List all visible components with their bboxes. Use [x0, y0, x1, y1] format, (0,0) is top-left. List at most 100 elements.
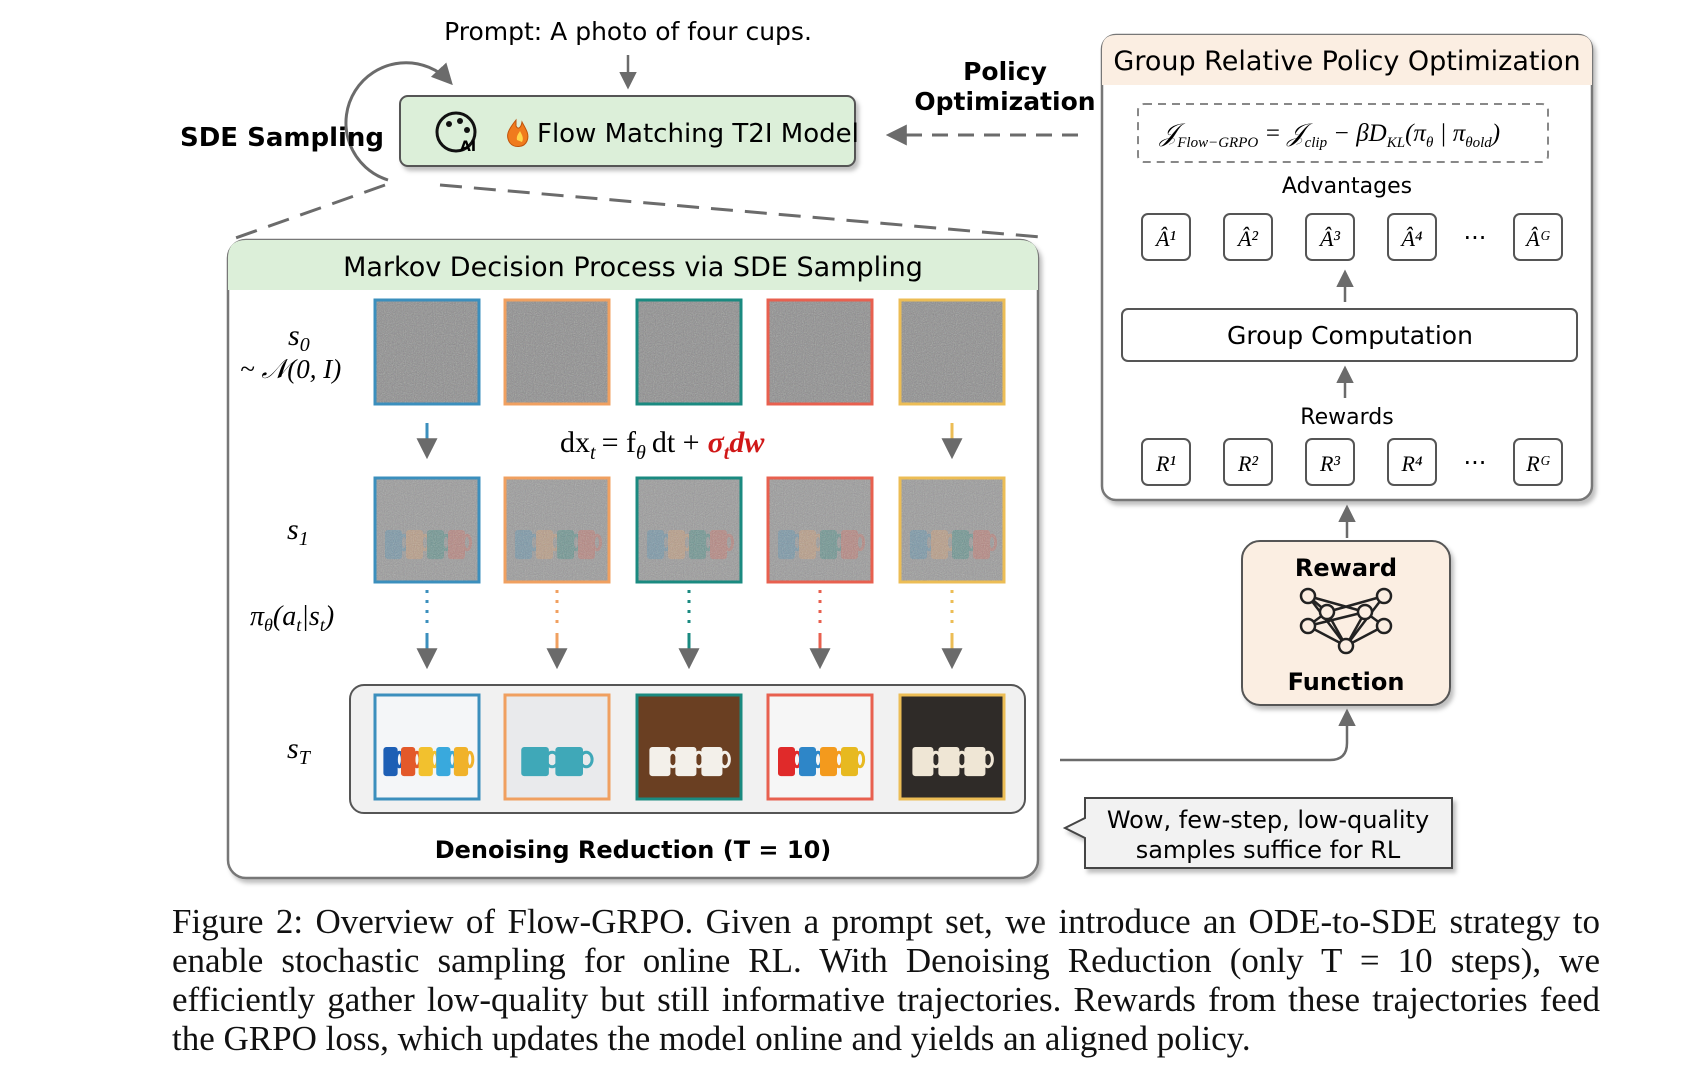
sample-column-5: [898, 298, 1006, 801]
final-frame: [373, 693, 481, 801]
objective-box: [1137, 103, 1549, 163]
rewards-label: Rewards: [1300, 405, 1393, 430]
prompt-text: Prompt: A photo of four cups.: [444, 17, 812, 46]
final-frame: [766, 693, 874, 801]
reward-2: R²: [1223, 438, 1273, 486]
reward-3: R³: [1305, 438, 1355, 486]
noise-frame: [373, 298, 481, 406]
sde-sampling-label: SDE Sampling: [180, 123, 384, 153]
noise-texture: [505, 300, 609, 404]
final-image: [637, 695, 741, 799]
noise-frame: [766, 298, 874, 406]
noisy-frame: [635, 476, 743, 584]
reward-box: [1305, 438, 1355, 486]
reward-label: R³: [1319, 451, 1340, 476]
grpo-title-bar: [1102, 35, 1592, 85]
mdp-title-bar: [228, 240, 1038, 290]
advantage-2: Â²: [1223, 213, 1273, 261]
advantage-label: Âᴳ: [1524, 226, 1550, 251]
noise-texture: [900, 300, 1004, 404]
model-box: [399, 95, 856, 167]
advantage-label: Â²: [1236, 226, 1258, 251]
reward-label: Rᴳ: [1525, 451, 1550, 476]
advantage-5: Âᴳ: [1513, 213, 1563, 261]
advantage-label: Â³: [1318, 226, 1340, 251]
state-label-s1: s1: [287, 513, 309, 550]
ellipsis: ···: [1464, 449, 1487, 477]
noisy-texture: [505, 478, 609, 582]
sample-columns: [373, 298, 1006, 801]
noisy-frame: [898, 476, 1006, 584]
advantage-4: Â⁴: [1387, 213, 1437, 261]
zoom-line-left: [229, 183, 386, 242]
sample-column-4: [766, 298, 874, 801]
neural-net-icon: [1299, 587, 1393, 655]
final-image: [505, 695, 609, 799]
advantage-box: [1387, 213, 1437, 261]
advantage-3: Â³: [1305, 213, 1355, 261]
reward-box: [1387, 438, 1437, 486]
fire-icon: [507, 118, 529, 147]
noisy-texture: [375, 478, 479, 582]
sample-column-1: [373, 298, 481, 801]
reward-box: [1223, 438, 1273, 486]
noise-texture: [375, 300, 479, 404]
policy-opt-line2: Optimization: [914, 87, 1095, 116]
grpo-title: Group Relative Policy Optimization: [1113, 46, 1580, 77]
noisy-frame: [503, 476, 611, 584]
mdp-title: Markov Decision Process via SDE Sampling: [343, 252, 923, 283]
advantage-1: Â¹: [1141, 213, 1191, 261]
svg-text:s0: s0: [288, 319, 310, 356]
arrow-to-reward-function: [1060, 708, 1356, 762]
noise-frame: [635, 298, 743, 406]
zoom-line-right: [439, 183, 1041, 239]
final-image: [375, 695, 479, 799]
advantage-box: [1305, 213, 1355, 261]
reward-5: Rᴳ: [1513, 438, 1563, 486]
svg-text:AI: AI: [460, 139, 476, 155]
noisy-texture: [768, 478, 872, 582]
reward-label: R²: [1237, 451, 1258, 476]
sample-column-3: [635, 298, 743, 801]
policy-label: πθ(at|st): [250, 601, 334, 635]
advantage-label: Â¹: [1154, 226, 1176, 251]
state-label-sT: sT: [287, 732, 312, 769]
reward-4: R⁴: [1387, 438, 1437, 486]
model-label: Flow Matching T2I Model: [537, 119, 859, 149]
noisy-frame: [373, 476, 481, 584]
palette-ai-icon: AI: [435, 111, 477, 155]
group-computation-label: Group Computation: [1227, 321, 1473, 350]
noise-texture: [637, 300, 741, 404]
reward-function-line2: Function: [1288, 668, 1405, 696]
advantage-box: [1141, 213, 1191, 261]
sde-loop-arrow: [344, 61, 453, 182]
final-frame: [635, 693, 743, 801]
objective-formula: 𝒥Flow−GRPO= 𝒥clip− βDKL(πθ | πθold): [1159, 120, 1500, 151]
final-frame: [503, 693, 611, 801]
final-frame: [898, 693, 1006, 801]
advantage-label: Â⁴: [1399, 226, 1422, 251]
policy-opt-line1: Policy: [963, 57, 1047, 86]
final-image: [900, 695, 1004, 799]
flow-grpo-diagram: Prompt: A photo of four cups. SDE Sampli…: [180, 17, 1594, 880]
state-label-s0: s0 ~ 𝒩(0, I): [240, 319, 341, 384]
reward-function-box: [1241, 540, 1451, 706]
sample-column-2: [503, 298, 611, 801]
noise-texture: [768, 300, 872, 404]
advantage-box: [1513, 213, 1563, 261]
speech-line2: samples suffice for RL: [1136, 836, 1401, 864]
group-computation-box: [1121, 308, 1578, 362]
figure-caption: Figure 2: Overview of Flow-GRPO. Given a…: [172, 902, 1600, 1058]
reward-box: [1513, 438, 1563, 486]
reward-function-line1: Reward: [1295, 554, 1397, 582]
speech-bubble: [1062, 797, 1453, 869]
final-image: [768, 695, 872, 799]
rewards-row: R¹ R² R³ R⁴ Rᴳ ···: [1141, 438, 1563, 486]
noisy-texture: [637, 478, 741, 582]
reward-label: R⁴: [1400, 451, 1422, 476]
reward-1: R¹: [1141, 438, 1191, 486]
denoise-label: Denoising Reduction (T = 10): [435, 836, 832, 864]
speech-line1: Wow, few-step, low-quality: [1107, 806, 1429, 834]
